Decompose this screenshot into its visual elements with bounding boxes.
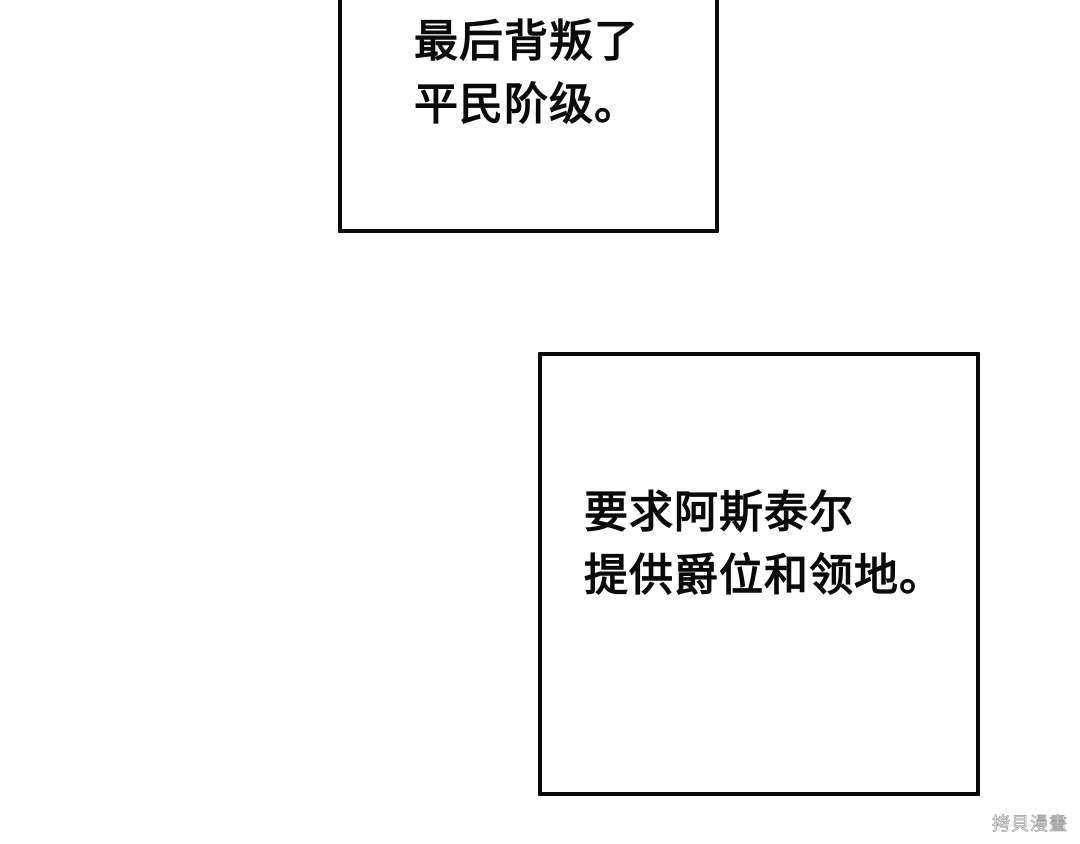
caption-box-1: 造出… 最后背叛了 平民阶级。: [338, 0, 719, 233]
caption-line: 提供爵位和领地。: [584, 550, 944, 601]
caption-line: 平民阶级。: [414, 79, 639, 130]
caption-text-1: 造出… 最后背叛了 平民阶级。: [414, 0, 639, 136]
caption-line: 要求阿斯泰尔: [584, 487, 854, 538]
caption-box-2: 要求阿斯泰尔 提供爵位和领地。: [538, 352, 980, 796]
caption-line-clipped: 造出…: [414, 0, 639, 10]
caption-line: 最后背叛了: [414, 16, 639, 67]
caption-text-2: 要求阿斯泰尔 提供爵位和领地。: [584, 481, 944, 607]
watermark: 拷貝漫畫: [992, 814, 1068, 836]
